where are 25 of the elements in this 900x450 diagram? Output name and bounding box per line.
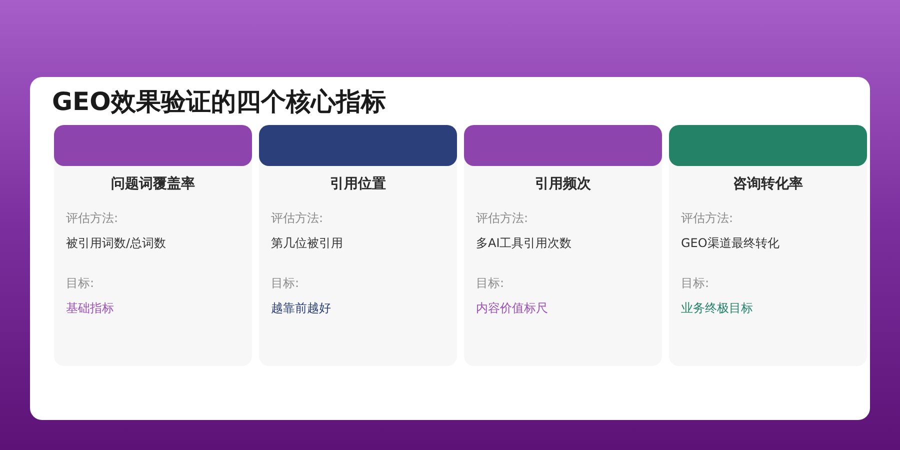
card-title: 咨询转化率 — [732, 175, 804, 193]
card-title: 问题词覆盖率 — [110, 175, 196, 193]
card-title: 引用频次 — [534, 175, 592, 193]
metric-card — [54, 125, 252, 366]
field-label: 评估方法: — [476, 210, 530, 226]
goal-value: 基础指标 — [66, 300, 115, 316]
field-label: 评估方法: — [681, 210, 734, 226]
title: GEO效果验证的四个核心指标 — [52, 86, 386, 118]
metric-card — [669, 125, 867, 366]
metric-card — [464, 125, 662, 366]
field-value: GEO渠道最终转化 — [681, 235, 780, 251]
field-value: 多AI工具引用次数 — [476, 235, 573, 251]
field-label: 评估方法: — [271, 210, 324, 226]
field-value: 被引用词数/总词数 — [66, 235, 168, 251]
field-label: 目标: — [476, 275, 506, 291]
card-title: 引用位置 — [329, 175, 387, 193]
field-label: 目标: — [271, 275, 300, 291]
field-label: 目标: — [681, 275, 710, 291]
goal-value: 越靠前越好 — [271, 300, 332, 316]
field-label: 目标: — [66, 275, 96, 291]
metric-card — [259, 125, 457, 366]
goal-value: 业务终极目标 — [681, 300, 754, 316]
goal-value: 内容价值标尺 — [476, 300, 549, 316]
field-value: 第几位被引用 — [271, 235, 344, 251]
field-label: 评估方法: — [66, 210, 120, 226]
